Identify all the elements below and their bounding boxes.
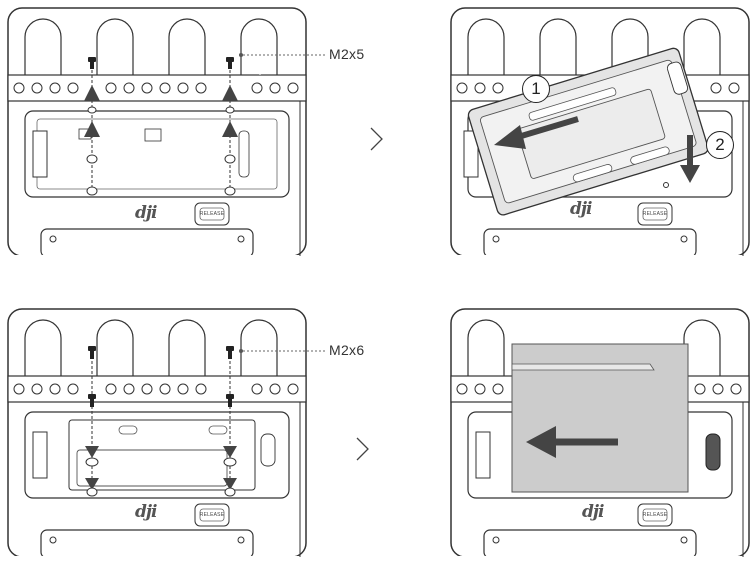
step-1-badge: 1 [522, 75, 550, 103]
heat-pipes [24, 18, 278, 77]
panel-install-screws: dji RELEASE [7, 308, 307, 558]
screw-icon [88, 346, 234, 407]
device-illustration-2 [450, 7, 750, 257]
device-illustration-4 [450, 308, 750, 558]
screw-size-label-bottom: M2x6 [329, 342, 365, 358]
arrow-icon [84, 85, 238, 137]
release-button-label: RELEASE [642, 211, 668, 217]
device-illustration-1 [7, 7, 307, 257]
dji-logo: dji [582, 502, 604, 522]
expansion-module [511, 343, 689, 493]
step-2-badge: 2 [706, 131, 734, 159]
arrow-icon [526, 426, 618, 458]
chevron-right-icon [352, 434, 374, 464]
release-button-label: RELEASE [199, 512, 225, 518]
callout-leader-bottom [239, 349, 326, 353]
device-illustration-3 [7, 308, 307, 558]
screw-size-label-top: M2x5 [329, 46, 365, 62]
callout-leader-top [239, 53, 326, 57]
release-button-label: RELEASE [642, 512, 668, 518]
panel-remove-plate: dji RELEASE 1 2 [450, 7, 750, 257]
panel-remove-screws: dji RELEASE [7, 7, 307, 257]
screw-icon [88, 57, 234, 69]
dji-logo: dji [570, 199, 592, 219]
arrow-icon [494, 116, 700, 183]
dji-logo: dji [135, 203, 157, 223]
rail-holes [13, 82, 299, 94]
arrow-icon [85, 446, 237, 490]
chevron-right-icon [366, 124, 388, 154]
mounting-plate [467, 47, 709, 216]
release-button-label: RELEASE [199, 211, 225, 217]
dji-logo: dji [135, 502, 157, 522]
panel-insert-module: dji RELEASE [450, 308, 750, 558]
